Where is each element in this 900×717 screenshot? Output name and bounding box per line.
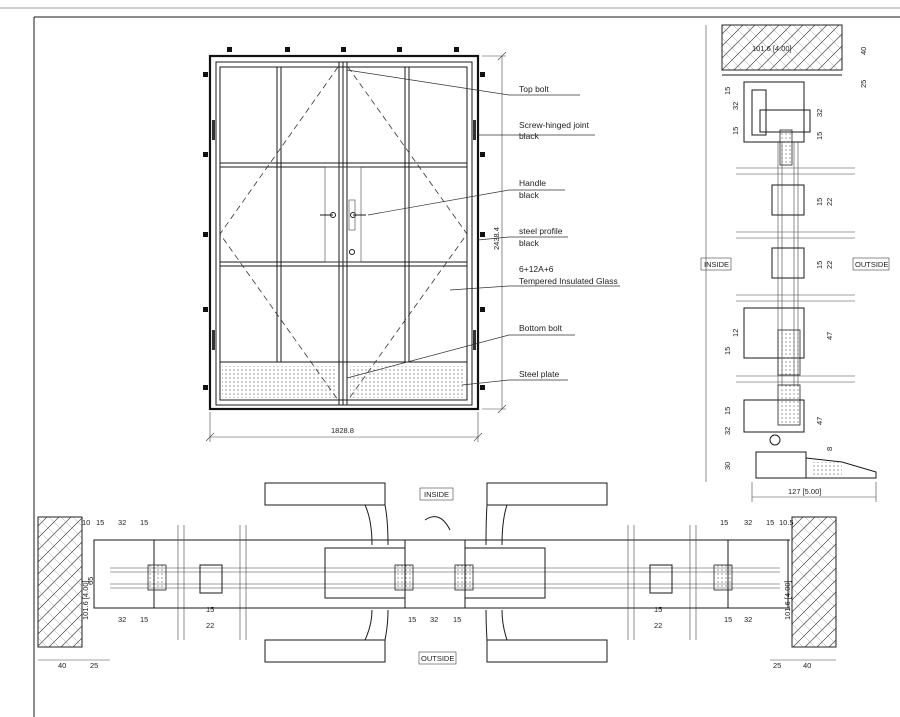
vertical-section: 127 [5.00] 101.6 [4.00] 40 25 32 15 15 2…: [700, 24, 890, 502]
left-wall: [37, 516, 83, 648]
glazing-bar-section: [199, 564, 223, 594]
hinge-color-label: black: [519, 131, 540, 141]
dim-15-label: 15: [724, 615, 732, 624]
dim-32-label: 32: [118, 615, 126, 624]
left-jamb-profile: [93, 539, 155, 609]
door-inner-frame: [215, 61, 473, 406]
inside-label-horizontal: INSIDE: [424, 490, 449, 499]
dim-40-label: 40: [859, 47, 868, 55]
steel-plate-label: Steel plate: [519, 369, 559, 379]
handle-icon: [320, 199, 366, 255]
wall-depth-label-left: 101.6 [4.00]: [81, 580, 90, 620]
sill-section: [755, 451, 877, 479]
profile-color-label: black: [519, 238, 540, 248]
break-lines: [736, 167, 855, 383]
head-wall: [721, 24, 843, 71]
handle-color-label: black: [519, 190, 540, 200]
dim-15-label: 15: [654, 605, 662, 614]
dim-8-label: 8: [825, 447, 834, 451]
sill-width-label: 127 [5.00]: [788, 487, 821, 496]
dim-15-label: 15: [731, 127, 740, 135]
handle-label: Handle: [519, 178, 546, 188]
outside-label-vertical: OUTSIDE: [855, 260, 888, 269]
dim-32-label: 32: [731, 102, 740, 110]
dim-15-label: 15: [453, 615, 461, 624]
overall-width-label: 1828.8: [331, 426, 354, 435]
bottom-rail-section: [743, 399, 805, 433]
glass-type-label: Tempered Insulated Glass: [519, 276, 618, 286]
dim-15-label: 15: [96, 518, 104, 527]
leader-lines: [346, 69, 620, 386]
door-outer-frame: [208, 54, 480, 411]
front-elevation: 1828.8 2438.4: [203, 47, 507, 442]
outside-label-horizontal: OUTSIDE: [421, 654, 454, 663]
horizontal-section: INSIDE OUTSIDE 40 25 25 40 10 15 32 15 3…: [37, 482, 837, 670]
dim-25-label: 25: [90, 661, 98, 670]
top-bolt-label: Top bolt: [519, 84, 549, 94]
mid-rail-section: [743, 307, 805, 359]
glazing-bar-section: [771, 247, 805, 279]
dim-15-label: 15: [723, 87, 732, 95]
glazing-bar-section: [771, 184, 805, 216]
dim-15-label: 15: [206, 605, 214, 614]
dim-40-label: 40: [58, 661, 66, 670]
wall-depth-label-right: 101.6 [4.00]: [783, 580, 792, 620]
dim-32-label: 32: [744, 615, 752, 624]
hinge-label: Screw-hinged joint: [519, 120, 590, 130]
steel-plate-hatch: [222, 366, 465, 398]
dim-47-label: 47: [825, 332, 834, 340]
glass-spec-label: 6+12A+6: [519, 264, 554, 274]
sheet-border: [0, 7, 900, 717]
dim-32-label: 32: [723, 427, 732, 435]
dim-47-label: 47: [815, 417, 824, 425]
dim-15-label: 15: [720, 518, 728, 527]
dim-65-label: 65: [86, 577, 95, 585]
callout-labels: Top bolt Screw-hinged joint black Handle…: [519, 84, 618, 379]
dim-32-label: 32: [430, 615, 438, 624]
width-dimension: [205, 412, 483, 442]
dim-15-label: 15: [723, 347, 732, 355]
dim-15-label: 15: [140, 518, 148, 527]
right-wall: [791, 516, 837, 648]
wall-depth-label: 101.6 [4.00]: [752, 44, 792, 53]
inside-label-vertical: INSIDE: [704, 260, 729, 269]
dim-30-label: 30: [723, 462, 732, 470]
glazing-bars: [219, 66, 468, 401]
dim-22-label: 22: [206, 621, 214, 630]
dim-22-label: 22: [825, 261, 834, 269]
dim-25-label: 25: [773, 661, 781, 670]
dim-15-label: 15: [815, 198, 824, 206]
dim-32-label: 32: [118, 518, 126, 527]
dim-15-label: 15: [723, 407, 732, 415]
dim-15-label: 15: [408, 615, 416, 624]
dim-40-label: 40: [803, 661, 811, 670]
dim-10-5-label: 10.5: [779, 518, 794, 527]
leaf-lines-horizontal: [100, 525, 790, 640]
right-jamb-profile: [727, 539, 789, 609]
dim-32-label: 32: [815, 109, 824, 117]
dim-22-label: 22: [825, 198, 834, 206]
bottom-bolt-label: Bottom bolt: [519, 323, 563, 333]
swing-lines: [219, 66, 468, 401]
anchor-marks: [203, 47, 485, 390]
head-profile: [743, 81, 805, 143]
dim-10-label: 10: [82, 518, 90, 527]
dim-12-label: 12: [731, 329, 740, 337]
lever-handle-outlines: [264, 482, 608, 663]
dim-15-label: 15: [140, 615, 148, 624]
dim-22-label: 22: [654, 621, 662, 630]
swing-arrow-icon: [424, 516, 451, 531]
profile-label: steel profile: [519, 226, 563, 236]
dim-15-label: 15: [815, 261, 824, 269]
dim-25-label: 25: [859, 80, 868, 88]
height-dimension: [482, 51, 507, 414]
dim-15-label: 15: [815, 132, 824, 140]
glazing-bar-section: [649, 564, 673, 594]
dim-32-label: 32: [744, 518, 752, 527]
dim-15-label: 15: [766, 518, 774, 527]
